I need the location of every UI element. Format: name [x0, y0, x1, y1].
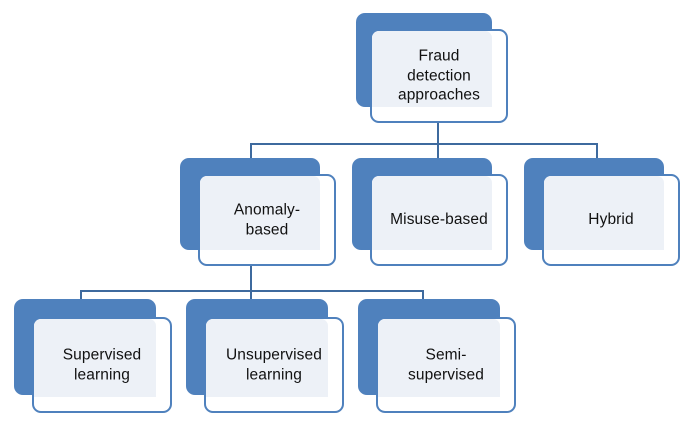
- node-card: Fraud detection approaches: [370, 29, 508, 123]
- node-card: Anomaly- based: [198, 174, 336, 266]
- node-inner-fill: [200, 176, 320, 250]
- connector-drop-misuse: [437, 143, 439, 166]
- node-inner-fill: [372, 176, 492, 250]
- node-card: Unsupervised learning: [204, 317, 344, 413]
- node-semi-supervised[interactable]: Semi- supervised: [358, 299, 516, 413]
- node-inner-fill: [34, 319, 156, 397]
- node-fraud-detection-approaches[interactable]: Fraud detection approaches: [356, 13, 508, 123]
- connector-drop-hybrid: [596, 143, 598, 166]
- node-hybrid[interactable]: Hybrid: [524, 158, 680, 266]
- node-card: Misuse-based: [370, 174, 508, 266]
- node-card: Hybrid: [542, 174, 680, 266]
- node-unsupervised-learning[interactable]: Unsupervised learning: [186, 299, 344, 413]
- node-supervised-learning[interactable]: Supervised learning: [14, 299, 172, 413]
- node-label: Fraud detection approaches: [397, 47, 480, 104]
- connector-anomaly-stem: [250, 266, 252, 290]
- node-label: Semi- supervised: [408, 346, 484, 383]
- node-inner-fill: [378, 319, 500, 397]
- node-label: Supervised learning: [62, 346, 142, 383]
- node-label: Hybrid: [588, 211, 634, 229]
- connector-drop-anomaly: [250, 143, 252, 166]
- node-inner-fill: [372, 31, 492, 107]
- node-anomaly-based[interactable]: Anomaly- based: [180, 158, 336, 266]
- connector-level3-bus: [80, 290, 424, 292]
- node-misuse-based[interactable]: Misuse-based: [352, 158, 508, 266]
- node-card: Supervised learning: [32, 317, 172, 413]
- node-label: Misuse-based: [390, 211, 488, 229]
- node-card: Semi- supervised: [376, 317, 516, 413]
- node-inner-fill: [206, 319, 328, 397]
- node-inner-fill: [544, 176, 664, 250]
- connector-level2-bus: [250, 143, 598, 145]
- connector-root-stem: [437, 122, 439, 144]
- node-label: Anomaly- based: [233, 201, 301, 238]
- node-label: Unsupervised learning: [226, 346, 322, 383]
